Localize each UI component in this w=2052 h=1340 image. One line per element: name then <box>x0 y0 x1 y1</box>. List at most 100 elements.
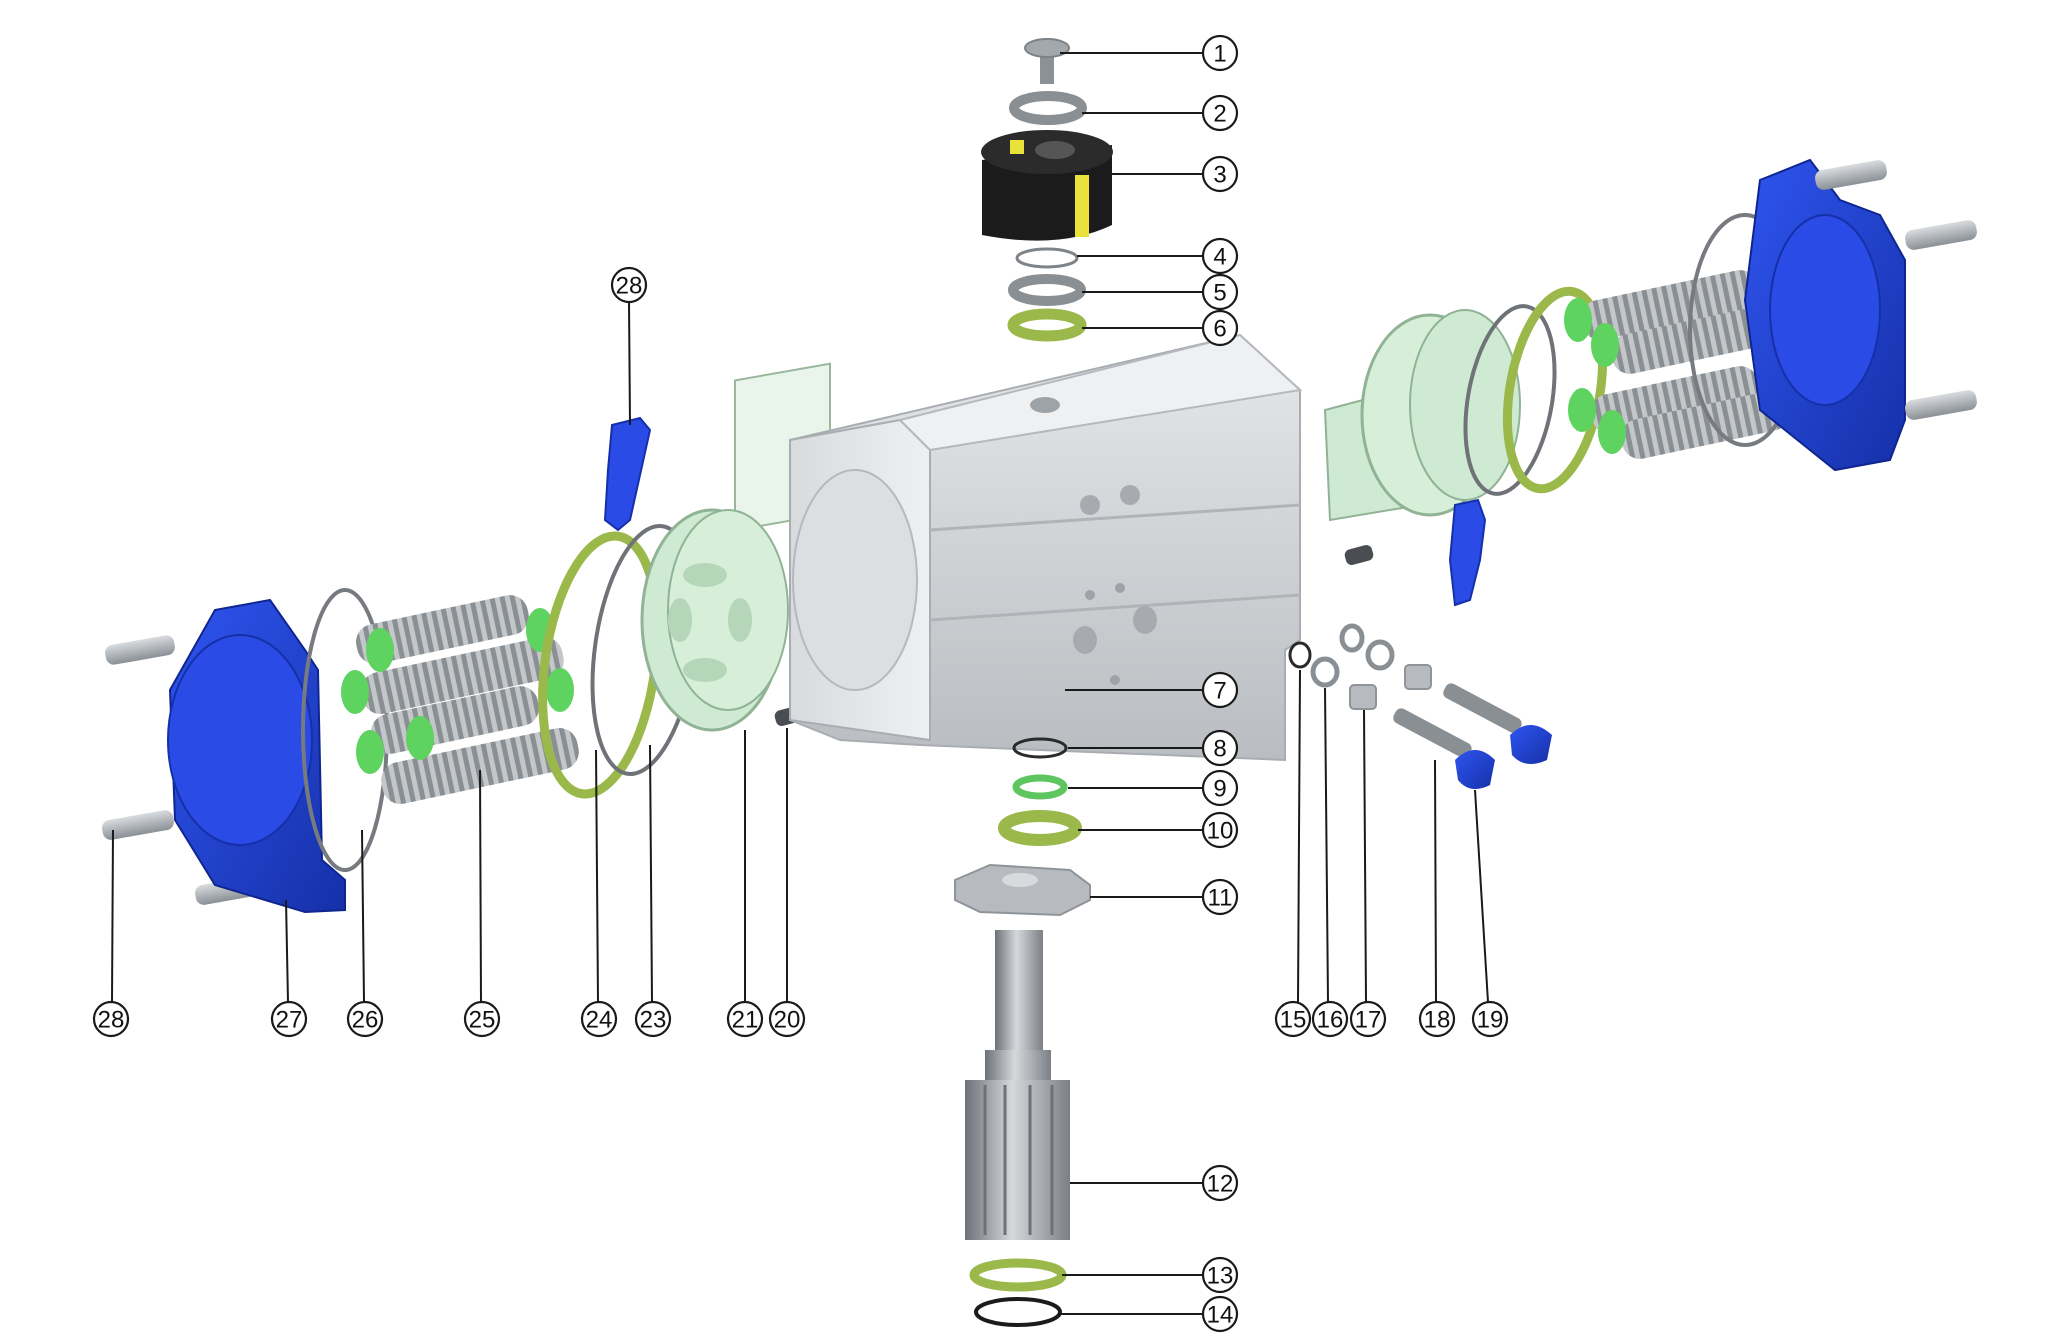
callout-guide-pin: 20 <box>768 1000 806 1038</box>
actuator-body <box>789 333 1303 762</box>
callout-circle <box>1201 1164 1239 1202</box>
callout-number: 16 <box>1317 1007 1344 1034</box>
callout-number: 28 <box>616 273 643 300</box>
callout-position-indicator: 3 <box>1201 155 1239 193</box>
callout-circle <box>1201 94 1239 132</box>
callout-nut: 17 <box>1349 1000 1387 1038</box>
callout-circle <box>1274 1000 1312 1038</box>
callout-circle <box>463 1000 501 1038</box>
callout-o-ring-shaft-top: 8 <box>1201 729 1239 767</box>
callout-circle <box>1201 1295 1239 1333</box>
washer-top <box>1009 91 1087 125</box>
leader-line-28 <box>111 829 114 1003</box>
circlip <box>1015 247 1079 269</box>
callout-cap-nut: 19 <box>1471 1000 1509 1038</box>
bearing-ring-bottom <box>998 810 1082 846</box>
callout-piston-guide-block: 28 <box>610 266 648 304</box>
cam <box>954 863 1091 917</box>
callout-end-cap: 27 <box>270 1000 308 1038</box>
callout-number: 14 <box>1207 1302 1234 1329</box>
callout-number: 17 <box>1355 1007 1382 1034</box>
callout-number: 3 <box>1213 162 1226 189</box>
callout-circle <box>1201 729 1239 767</box>
stop-screw-group <box>1288 544 1552 789</box>
end-cap-bolt-group-right <box>1815 160 1977 420</box>
piston-o-ring-right <box>1463 304 1557 496</box>
callout-pinion-shaft: 12 <box>1201 1164 1239 1202</box>
piston-right <box>1323 309 1521 522</box>
callout-circle <box>580 1000 618 1038</box>
position-indicator <box>981 130 1113 241</box>
leader-line-18 <box>1434 759 1437 1003</box>
callout-actuator-body: 7 <box>1201 671 1239 709</box>
callout-circle <box>1201 237 1239 275</box>
callout-indicator-screw: 1 <box>1201 34 1239 72</box>
top-indicator-stack <box>981 38 1113 342</box>
callout-number: 12 <box>1207 1171 1234 1198</box>
callout-circlip: 4 <box>1201 237 1239 275</box>
callout-circle <box>1201 811 1239 849</box>
leader-line-27 <box>285 899 289 1003</box>
callout-number: 24 <box>586 1007 613 1034</box>
callout-number: 21 <box>732 1007 759 1034</box>
leader-line-17 <box>1363 709 1367 1003</box>
bearing-ring-shaft-bottom <box>969 1258 1067 1292</box>
leader-line-28 <box>628 301 631 426</box>
leader-line-19 <box>1474 789 1489 1003</box>
callout-end-cap-bolt: 28 <box>92 1000 130 1038</box>
callout-o-ring-shaft-bottom: 14 <box>1201 1295 1239 1333</box>
callout-number: 9 <box>1213 776 1226 803</box>
pinion-shaft <box>965 930 1070 1240</box>
bearing-ring-top <box>1007 308 1087 342</box>
leader-line-24 <box>595 749 599 1003</box>
callout-number: 6 <box>1213 316 1226 343</box>
callout-number: 20 <box>774 1007 801 1034</box>
bottom-shaft-stack <box>954 737 1091 1327</box>
callout-number: 2 <box>1213 101 1226 128</box>
callout-number: 8 <box>1213 736 1226 763</box>
callout-number: 27 <box>276 1007 303 1034</box>
callout-piston-o-ring: 23 <box>634 1000 672 1038</box>
bearing-bushing <box>1012 774 1068 800</box>
o-ring-shaft-bottom <box>974 1297 1062 1327</box>
spring-cartridge-right <box>1564 270 1789 459</box>
callout-circle <box>634 1000 672 1038</box>
callout-number: 1 <box>1213 41 1226 68</box>
thrust-washer <box>1008 274 1086 306</box>
callout-number: 13 <box>1207 1263 1234 1290</box>
guide-pin-right <box>1344 544 1374 566</box>
callout-number: 18 <box>1424 1007 1451 1034</box>
callout-number: 19 <box>1477 1007 1504 1034</box>
callout-circle <box>610 266 648 304</box>
callout-circle <box>92 1000 130 1038</box>
callout-bearing-ring-bottom: 10 <box>1201 811 1239 849</box>
callout-cam: 11 <box>1201 878 1239 916</box>
callout-spring-cartridge: 25 <box>463 1000 501 1038</box>
o-ring-shaft-top <box>1012 737 1068 759</box>
callout-circle <box>726 1000 764 1038</box>
callout-thrust-washer: 5 <box>1201 273 1239 311</box>
callout-bearing-bushing: 9 <box>1201 769 1239 807</box>
callout-circle <box>1201 155 1239 193</box>
callout-number: 28 <box>98 1007 125 1034</box>
spring-cartridge-left <box>341 595 579 804</box>
piston-guide-block-lower <box>1448 498 1487 607</box>
callout-number: 15 <box>1280 1007 1307 1034</box>
callout-circle <box>270 1000 308 1038</box>
callout-washer-stop-screw: 16 <box>1311 1000 1349 1038</box>
callout-number: 5 <box>1213 280 1226 307</box>
callout-number: 26 <box>352 1007 379 1034</box>
cap-nut-left <box>1455 750 1495 789</box>
callout-number: 11 <box>1208 885 1233 912</box>
callout-circle <box>1201 1256 1239 1294</box>
callout-circle <box>1201 671 1239 709</box>
leader-line-23 <box>649 744 653 1003</box>
leader-line-25 <box>479 769 482 1003</box>
callout-circle <box>1471 1000 1509 1038</box>
leader-line-16 <box>1324 687 1329 1003</box>
callout-number: 25 <box>469 1007 496 1034</box>
callout-piston-guide-ring: 24 <box>580 1000 618 1038</box>
callout-bearing-ring-top: 6 <box>1201 309 1239 347</box>
